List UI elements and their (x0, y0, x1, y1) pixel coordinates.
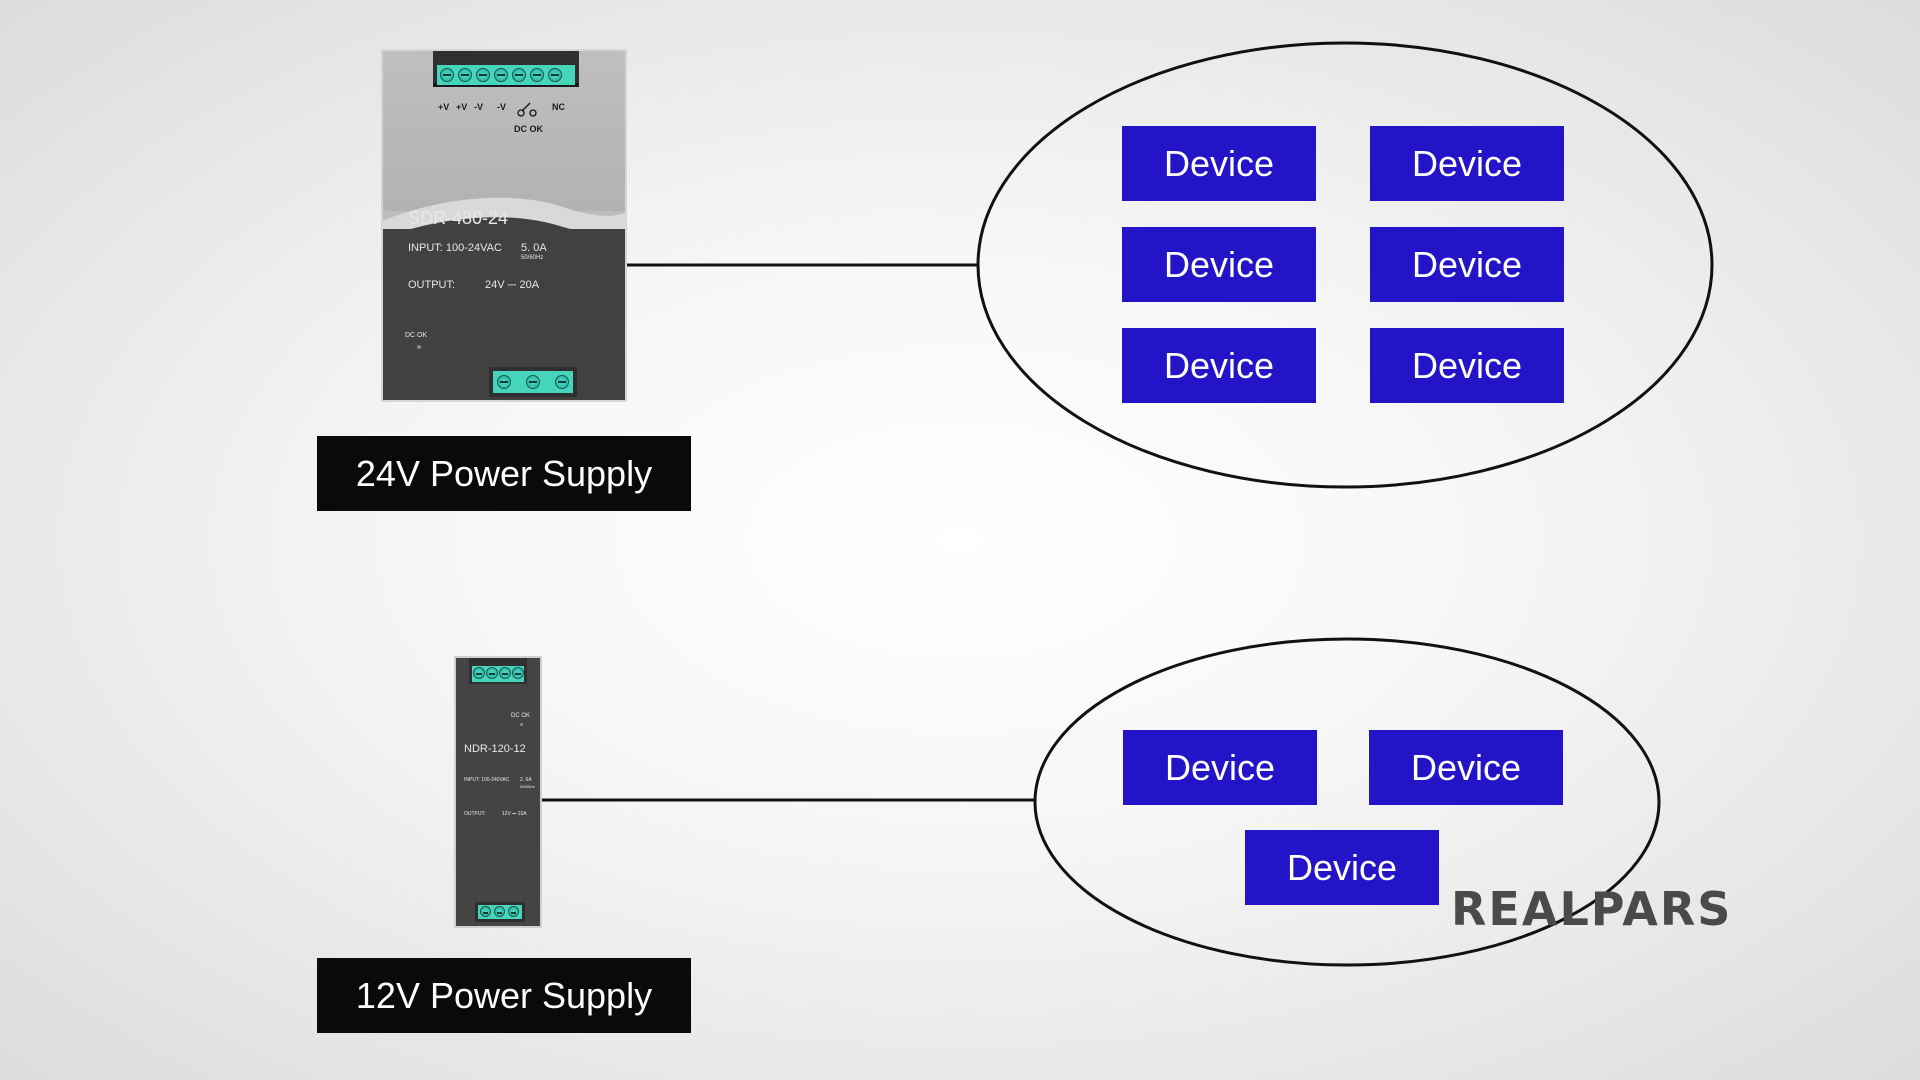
terminal-label-1: +V (438, 102, 450, 112)
psu-24v-model: SDR-480-24 (408, 208, 509, 228)
psu-24v-bottom-terminal (489, 367, 577, 397)
psu-24v-input-current: 5. 0A (521, 242, 547, 254)
device-12v-2: Device (1369, 730, 1563, 805)
psu-12v-input-freq: 50/60Hz (520, 784, 535, 789)
device-24v-5: Device (1122, 328, 1316, 403)
caption-24v-power-supply: 24V Power Supply (317, 436, 691, 511)
terminal-label-5: NC (552, 102, 565, 112)
terminal-label-4: -V (497, 102, 506, 112)
psu-12v-led-label: DC OK (511, 713, 531, 719)
psu-12v-output-value: 12V ⎓ 10A (502, 811, 527, 817)
psu-12v-top-terminal (469, 658, 527, 684)
psu-24v-input-label: INPUT: 100-24VAC (408, 242, 502, 254)
psu-24v-output-value: 24V ⎓ 20A (485, 279, 540, 291)
terminal-label-3: -V (474, 102, 483, 112)
device-12v-3: Device (1245, 830, 1439, 905)
power-supply-24v: +V +V -V -V NC DC OK SDR-480-24 INPUT: 1… (381, 49, 627, 402)
psu-12v-model: NDR-120-12 (464, 743, 526, 755)
device-24v-6: Device (1370, 328, 1564, 403)
terminal-label-2: +V (456, 102, 468, 112)
dc-ok-terminal-label: DC OK (514, 124, 543, 134)
psu-24v-output-label: OUTPUT: (408, 279, 456, 291)
psu-12v-led (520, 723, 523, 726)
power-supply-12v: DC OK NDR-120-12 INPUT: 100-240VAC 2. 6A… (454, 656, 542, 928)
psu-24v-input-freq: 50/60Hz (521, 255, 544, 261)
device-24v-3: Device (1122, 227, 1316, 302)
psu-24v-led (417, 345, 421, 349)
psu-12v-input-current: 2. 6A (520, 777, 532, 783)
device-12v-1: Device (1123, 730, 1317, 805)
device-24v-2: Device (1370, 126, 1564, 201)
caption-12v-power-supply: 12V Power Supply (317, 958, 691, 1033)
psu-12v-input-label: INPUT: 100-240VAC (464, 777, 510, 783)
device-24v-1: Device (1122, 126, 1316, 201)
device-24v-4: Device (1370, 227, 1564, 302)
psu-12v-bottom-terminal (475, 902, 525, 922)
psu-24v-top-terminal (433, 51, 579, 87)
device-group-12v-outline (1033, 637, 1661, 967)
realpars-logo: REALPARS (1451, 882, 1733, 936)
relay-switch-icon (517, 102, 537, 117)
psu-12v-output-label: OUTPUT: (464, 811, 486, 817)
device-group-24v-outline (976, 41, 1714, 489)
psu-24v-led-label: DC OK (405, 332, 428, 339)
